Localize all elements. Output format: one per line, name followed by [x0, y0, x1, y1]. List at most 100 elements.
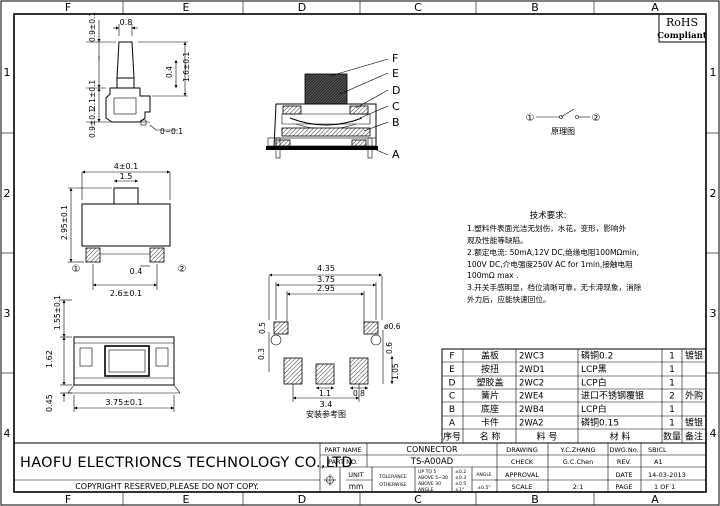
rohs-badge: RoHS Compliant	[657, 13, 707, 43]
dim-label: 0.4	[165, 66, 174, 78]
scale-label: SCALE	[512, 483, 533, 491]
dim-label: 2.1±0.1	[88, 80, 97, 110]
tech-req-line: 观及性能等缺陷。	[467, 235, 528, 245]
dim-label: ø0.6	[384, 322, 401, 331]
page-value: 1 OF 1	[654, 483, 675, 491]
col-label-top: B	[531, 1, 539, 14]
part-no-label: PART NO.	[328, 458, 358, 466]
dim-label: 1.62	[45, 350, 54, 368]
row-label-left: 2	[4, 187, 11, 200]
dim-label: 2.95	[317, 284, 335, 293]
dim-label: 0.9±0.1	[88, 12, 97, 42]
dim-label: 0.9±0.1	[88, 108, 97, 138]
footprint-caption: 安装参考图	[306, 409, 346, 419]
bom-header-cell: 材 料	[610, 431, 631, 443]
scale-value: 2:1	[573, 483, 583, 491]
tol-line: UP TO 5	[418, 469, 436, 475]
bom-cell: 镀银	[685, 350, 703, 362]
tech-req-line: 3.开关手感明显，档位清晰可靠，无卡滞现象，消除	[467, 282, 642, 292]
tol-line: ABOVE 5~30	[418, 475, 448, 481]
check-label: CHECK	[511, 458, 534, 466]
date-value: 14-03-2013	[648, 471, 686, 479]
bom-cell: D	[449, 379, 456, 389]
rohs-title: RoHS	[666, 16, 698, 29]
bom-header-cell: 料 号	[537, 431, 558, 443]
tech-req-line: 1.塑料件表面光洁无划伤，水花，变形，影响外	[467, 223, 627, 233]
part-name-label: PART NAME	[324, 446, 361, 454]
dim-label: 0.4	[130, 267, 143, 276]
bom-cell: C	[449, 392, 455, 402]
bom-cell: 2WC3	[519, 352, 544, 362]
bom-cell: 按扭	[481, 363, 499, 375]
dim-label: 3.75±0.1	[105, 398, 142, 407]
bom-cell: 2WA2	[519, 419, 544, 429]
bom-cell: LCP白	[581, 403, 607, 415]
section-label-a: A	[392, 148, 400, 161]
bom-cell: 1	[669, 405, 675, 415]
col-label-bottom: C	[414, 493, 422, 506]
approval-label: APPROVAL	[505, 471, 539, 479]
tech-req-line: 2.额定电流: 50mA,12V DC,绝缘电阻100MΩmin,	[467, 247, 639, 257]
bom-header-cell: 备注	[685, 431, 703, 443]
bom-cell: 2WB4	[519, 405, 544, 415]
rev-label: REV.	[617, 458, 631, 466]
col-label-top: D	[298, 1, 306, 14]
bom-cell: 外购	[685, 390, 703, 402]
bom-cell: 盖板	[481, 350, 499, 362]
dim-label: 1.5	[120, 172, 133, 181]
bom-cell: 塑胶盖	[476, 377, 503, 389]
otherwise-label: OTHERWISE	[379, 482, 407, 488]
tech-req-title: 技术要求:	[530, 210, 567, 221]
section-label-b: B	[392, 116, 400, 129]
dim-label: 0.3	[257, 348, 266, 360]
bom-cell: 1	[669, 352, 675, 362]
col-label-top: E	[183, 1, 190, 14]
bom-cell: 进口不锈钢覆银	[581, 390, 644, 402]
section-label-d: D	[392, 84, 400, 97]
dim-label: 0.5	[258, 322, 267, 334]
col-label-bottom: F	[65, 493, 71, 506]
part-no-value: TS-A00AD	[410, 457, 454, 467]
schematic-pin2: ②	[592, 113, 601, 124]
tolerance-label: TOLERANCE	[378, 474, 407, 480]
dim-label: 2.6±0.1	[110, 289, 142, 298]
bom-cell: B	[449, 405, 455, 415]
dim-label: 0.8	[353, 389, 365, 398]
row-label-right: 4	[710, 427, 717, 440]
bom-table	[441, 348, 707, 444]
side-view: 0.8 0.9±0.1 0.4 1.6±0.1 2.1±0.1 0.9±0.1 …	[86, 12, 191, 138]
drawing-label: DRAWING	[506, 446, 538, 454]
bom-cell: 镀银	[685, 417, 703, 429]
bottom-view: 1.55±0.1 1.62 0.45 3.75±0.1	[45, 295, 181, 412]
dim-label: 3.75	[317, 275, 335, 284]
drawing-value: Y.C.ZHANG	[559, 446, 595, 454]
bom-cell: F	[449, 352, 454, 362]
copyright-notice: COPYRIGHT RESERVED,PLEASE DO NOT COPY.	[75, 482, 259, 491]
bom-cell: 底座	[481, 403, 499, 415]
row-label-left: 4	[4, 427, 11, 440]
row-label-left: 1	[4, 66, 11, 79]
dim-label: 1.1	[319, 389, 331, 398]
bom-cell: E	[449, 365, 455, 375]
footprint-view: 4.35 3.75 2.95 ø0.6 0.5 0.3 0.6 1.05 1.1…	[257, 264, 401, 419]
schematic-diagram: ① ② 原理图	[526, 108, 601, 136]
dwg-no-value: SBICL	[648, 446, 667, 454]
tech-req-line: 100mΩ max .	[467, 271, 518, 280]
dwg-no-label: DWG.No.	[609, 446, 638, 454]
unit-value: mm	[349, 482, 364, 491]
row-labels: 1 2 3 4 1 2 3 4	[4, 66, 717, 440]
bom-cell: 磷铜0.2	[581, 350, 613, 362]
bom-cell: 卡件	[481, 417, 499, 429]
angle-label: ANGLE	[476, 472, 492, 478]
front-pin1: ①	[72, 264, 81, 275]
front-view: 4±0.1 1.5 2.95±0.1 0.4 2.6±0.1 ① ②	[60, 162, 186, 298]
company-name: HAOFU ELECTRIONCS TECHNOLOGY CO.,LTD	[20, 455, 353, 471]
col-label-bottom: A	[651, 493, 659, 506]
col-label-top: F	[65, 1, 71, 14]
bom-cell: LCP黑	[581, 364, 607, 375]
row-label-left: 3	[4, 307, 11, 320]
column-labels: F E D C B A F E D C B A	[65, 1, 659, 506]
row-label-right: 3	[710, 307, 717, 320]
schematic-caption: 原理图	[551, 127, 575, 136]
